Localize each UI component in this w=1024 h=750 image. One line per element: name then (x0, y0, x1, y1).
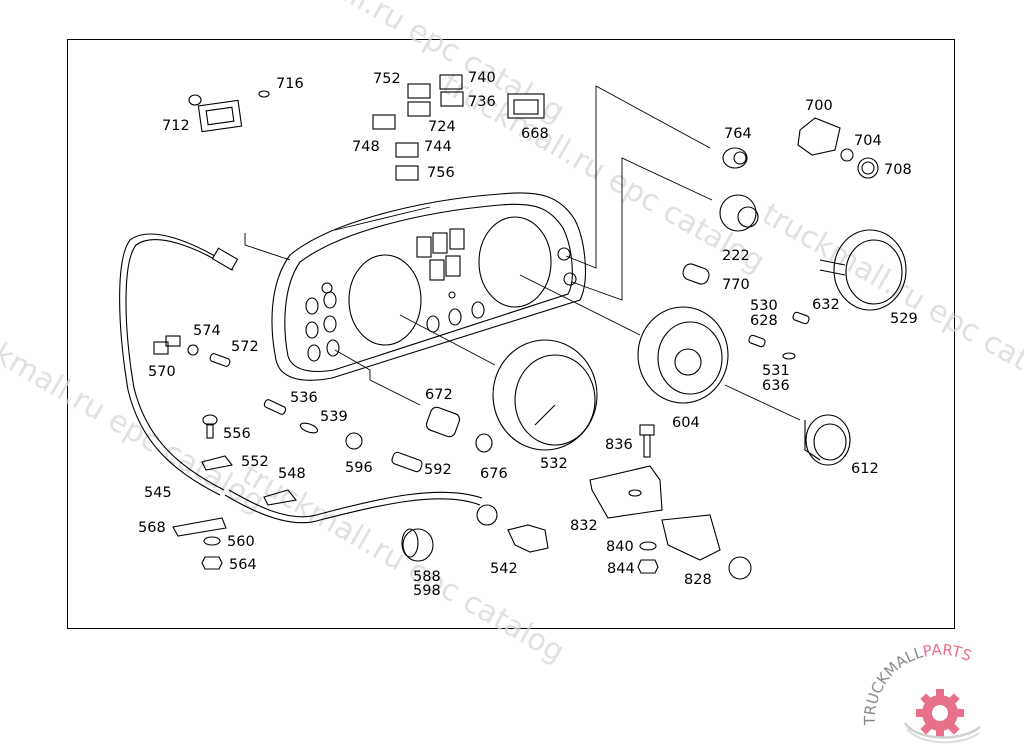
part-label-530[interactable]: 530 (750, 298, 778, 314)
part-label-545[interactable]: 545 (144, 485, 172, 501)
part-label-598[interactable]: 598 (413, 583, 441, 599)
part-label-564[interactable]: 564 (229, 557, 257, 573)
part-label-588[interactable]: 588 (413, 569, 441, 585)
part-label-592[interactable]: 592 (424, 462, 452, 478)
part-label-539[interactable]: 539 (320, 409, 348, 425)
part-label-572[interactable]: 572 (231, 339, 259, 355)
part-label-740[interactable]: 740 (468, 70, 496, 86)
watermark: truckmall.ru epc catalog (236, 457, 570, 670)
part-label-604[interactable]: 604 (672, 415, 700, 431)
part-label-560[interactable]: 560 (227, 534, 255, 550)
part-label-672[interactable]: 672 (425, 387, 453, 403)
instrument-cluster-housing[interactable] (271, 192, 586, 381)
part-label-668[interactable]: 668 (521, 126, 549, 142)
part-label-552[interactable]: 552 (241, 454, 269, 470)
part-labels: 712 716 752 740 736 724 668 748 744 756 … (138, 70, 918, 599)
part-label-770[interactable]: 770 (722, 277, 750, 293)
part-label-574[interactable]: 574 (193, 323, 221, 339)
part-label-568[interactable]: 568 (138, 520, 166, 536)
part-label-632[interactable]: 632 (812, 297, 840, 313)
logo-text-accent: PARTS (921, 641, 974, 666)
diagram-frame (67, 39, 955, 629)
gear-icon (903, 689, 981, 744)
logo-text-main: TRUCKMALL (861, 643, 926, 726)
part-label-844[interactable]: 844 (607, 561, 635, 577)
part-label-736[interactable]: 736 (468, 94, 496, 110)
part-label-532[interactable]: 532 (540, 456, 568, 472)
part-label-570[interactable]: 570 (148, 364, 176, 380)
part-label-628[interactable]: 628 (750, 313, 778, 329)
part-label-531[interactable]: 531 (762, 363, 790, 379)
leader-lines (244, 85, 801, 421)
part-label-636[interactable]: 636 (762, 378, 790, 394)
part-label-596[interactable]: 596 (345, 460, 373, 476)
part-label-536[interactable]: 536 (290, 390, 318, 406)
part-label-704[interactable]: 704 (854, 133, 882, 149)
part-label-542[interactable]: 542 (490, 561, 518, 577)
part-label-764[interactable]: 764 (724, 126, 752, 142)
part-label-752[interactable]: 752 (373, 71, 401, 87)
part-label-700[interactable]: 700 (805, 98, 833, 114)
part-label-828[interactable]: 828 (684, 572, 712, 588)
part-label-708[interactable]: 708 (884, 162, 912, 178)
part-glyphs (153, 74, 907, 580)
part-label-836[interactable]: 836 (605, 437, 633, 453)
part-label-548[interactable]: 548 (278, 466, 306, 482)
part-label-716[interactable]: 716 (276, 76, 304, 92)
part-label-756[interactable]: 756 (427, 165, 455, 181)
part-label-676[interactable]: 676 (480, 466, 508, 482)
part-label-529[interactable]: 529 (890, 311, 918, 327)
part-label-832[interactable]: 832 (570, 518, 598, 534)
part-label-748[interactable]: 748 (352, 139, 380, 155)
part-label-840[interactable]: 840 (606, 539, 634, 555)
part-label-712[interactable]: 712 (162, 118, 190, 134)
part-label-222[interactable]: 222 (722, 248, 750, 264)
speedometer-cable[interactable] (119, 233, 498, 526)
part-label-724[interactable]: 724 (428, 119, 456, 135)
part-label-556[interactable]: 556 (223, 426, 251, 442)
truckmall-parts-logo: TRUCKMALLPARTS (861, 641, 981, 744)
part-label-612[interactable]: 612 (851, 461, 879, 477)
part-label-744[interactable]: 744 (424, 139, 452, 155)
